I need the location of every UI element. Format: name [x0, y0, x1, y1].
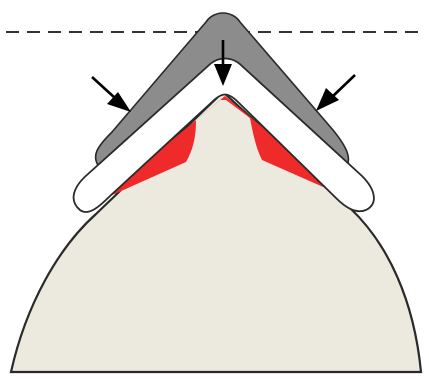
layer-diagram: [0, 0, 429, 380]
